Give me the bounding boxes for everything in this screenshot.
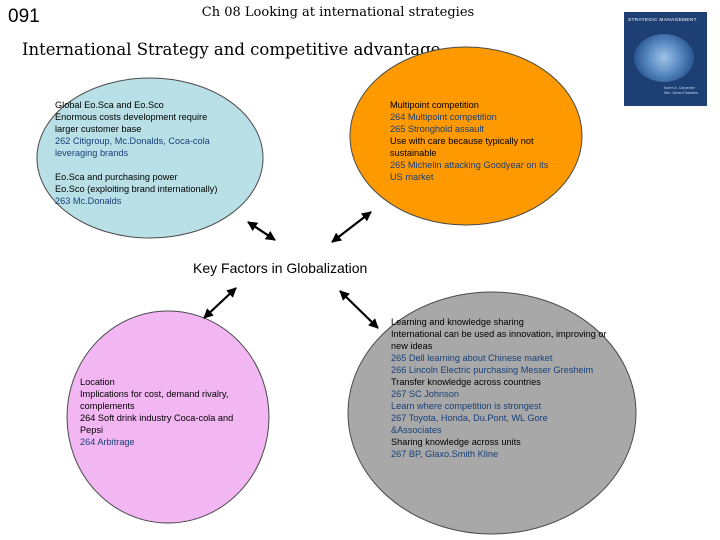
learning-knowledge-text: Learning and knowledge sharing Internati… [391, 316, 607, 460]
slide-title: International Strategy and competitive a… [22, 40, 441, 59]
slide-number: 091 [8, 6, 40, 27]
bubble-global-economies [36, 77, 264, 239]
location-text: Location Implications for cost, demand r… [80, 376, 233, 448]
multipoint-line: sustainable [390, 148, 437, 158]
learning-line: Transfer knowledge across countries [391, 377, 541, 387]
global-economies-line: Eo.Sca and purchasing power [55, 172, 178, 182]
arrow-to-learning-knowledge [339, 290, 379, 329]
multipoint-line: Multipoint competition [390, 100, 479, 110]
key-factors-label: Key Factors in Globalization [193, 260, 368, 276]
book-cover-author: Karen A. Carpenter [664, 86, 695, 90]
learning-line: 267 BP, Glaxo.Smith Kline [391, 449, 499, 459]
multipoint-line: 265 Michelin attacking Goodyear on its [390, 160, 549, 170]
location-line: 264 Arbitrage [80, 437, 135, 447]
multipoint-line: Use with care because typically not [390, 136, 534, 146]
learning-line: Sharing knowledge across units [391, 437, 521, 447]
multipoint-line: 265 Stronghold assault [390, 124, 484, 134]
learning-line: Learning and knowledge sharing [391, 317, 524, 327]
location-line: complements [80, 401, 135, 411]
global-economies-spacer [55, 159, 217, 171]
global-economies-line: 262 Citigroup, Mc.Donalds, Coca-cola [55, 136, 210, 146]
multipoint-line: US market [390, 172, 434, 182]
global-economies-line: 263 Mc.Donalds [55, 196, 122, 206]
arrow-to-global-economies [247, 221, 276, 241]
learning-line: 266 Lincoln Electric purchasing Messer G… [391, 365, 594, 375]
global-economies-line: Enormous costs development require [55, 112, 208, 122]
multipoint-line: 264 Multipoint competition [390, 112, 497, 122]
book-cover-authors: Karen A. Carpenter Wm. Gerard Sanders [664, 86, 698, 96]
bubble-learning-knowledge [347, 291, 637, 535]
bubble-location [66, 310, 270, 524]
learning-line: new ideas [391, 341, 433, 351]
arrow-to-multipoint-competition [331, 211, 372, 243]
book-cover-title: STRATEGIC MANAGEMENT [628, 18, 697, 23]
learning-line: &Associates [391, 425, 442, 435]
global-economies-line: Eo.Sco (exploiting brand internationally… [55, 184, 218, 194]
global-economies-text: Global Eo.Sca and Eo.Sco Enormous costs … [55, 99, 217, 207]
bubble-multipoint-competition [349, 46, 583, 226]
global-economies-line: larger customer base [55, 124, 142, 134]
book-cover-author: Wm. Gerard Sanders [664, 91, 698, 95]
location-line: Implications for cost, demand rivalry, [80, 389, 229, 399]
learning-line: Learn where competition is strongest [391, 401, 542, 411]
book-cover-image: STRATEGIC MANAGEMENT Karen A. Carpenter … [624, 12, 707, 106]
location-line: Location [80, 377, 115, 387]
multipoint-competition-text: Multipoint competition 264 Multipoint co… [390, 99, 548, 183]
chapter-title: Ch 08 Looking at international strategie… [201, 5, 475, 20]
learning-line: International can be used as innovation,… [391, 329, 607, 339]
location-line: 264 Soft drink industry Coca-cola and [80, 413, 234, 423]
learning-line: 267 SC Johnson [391, 389, 459, 399]
learning-line: 265 Dell learning about Chinese market [391, 353, 553, 363]
global-economies-line: leveraging brands [55, 148, 129, 158]
learning-line: 267 Toyota, Honda, Du.Pont, WL Gore [391, 413, 548, 423]
arrow-to-location [203, 287, 237, 319]
global-economies-line: Global Eo.Sca and Eo.Sco [55, 100, 164, 110]
book-cover-sunburst [634, 34, 694, 82]
location-line: Pepsi [80, 425, 103, 435]
